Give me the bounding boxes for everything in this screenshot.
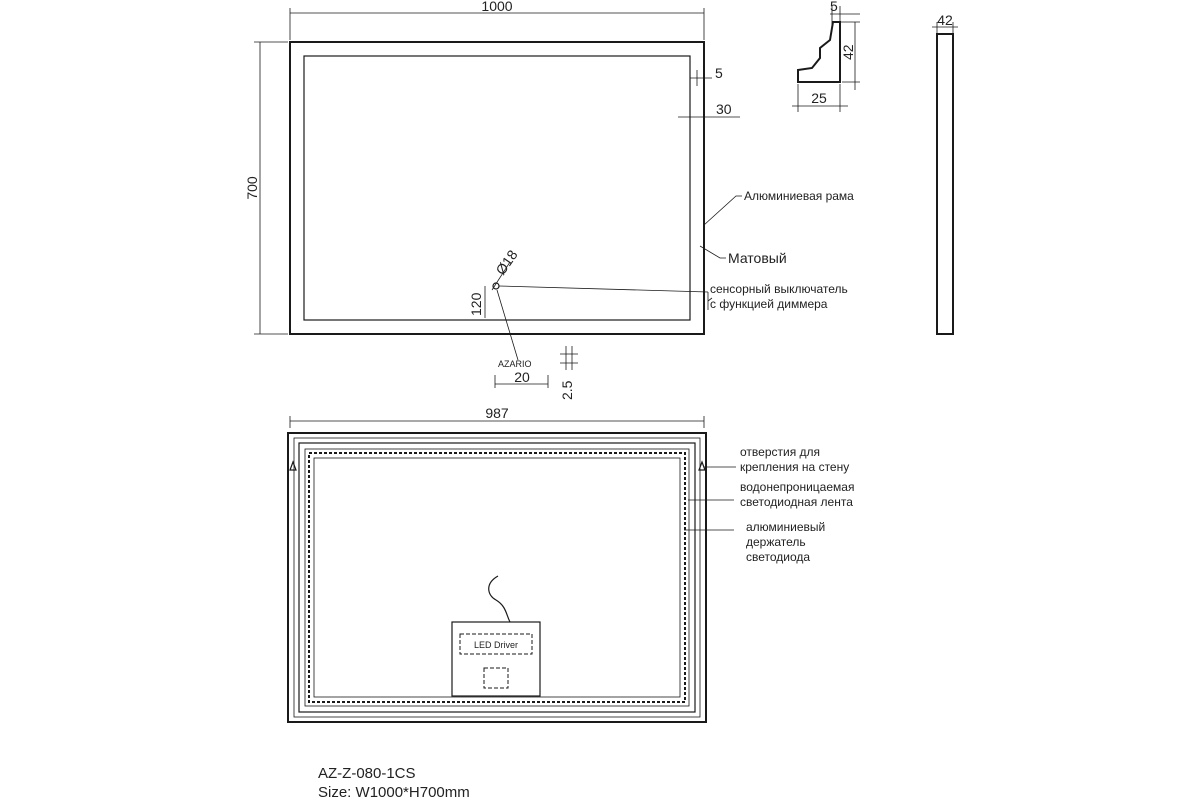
callout-holes-line1: отверстия для xyxy=(740,445,820,459)
mounting-hole-right xyxy=(698,460,706,471)
callout-frame-text: Алюминиевая рама xyxy=(744,189,854,203)
callout-holder-line3: светодиода xyxy=(746,550,810,564)
touch-switch: Ø18 сенсорный выключатель с функцией дим… xyxy=(468,247,848,361)
led-holder xyxy=(313,457,681,698)
size-line: Size: W1000*H700mm xyxy=(318,783,470,802)
switch-offset-text: 120 xyxy=(468,292,484,316)
logo-height-text: 2.5 xyxy=(559,380,575,400)
title-block: AZ-Z-080-1CS Size: W1000*H700mm xyxy=(318,764,470,802)
back-view: 987 LED Driver отверстия для крепления н… xyxy=(287,405,854,723)
side-profile-rect xyxy=(936,33,954,335)
callout-strip-line2: светодиодная лента xyxy=(740,495,853,509)
front-view: 1000 700 5 30 Алюминиевая рама Матовый xyxy=(244,0,854,400)
logo-text: AZARIO xyxy=(498,359,532,369)
side-thickness-text: 42 xyxy=(937,12,953,28)
callout-holder-line2: держатель xyxy=(746,535,806,549)
profile-top-text: 5 xyxy=(830,0,838,14)
profile-depth-text: 25 xyxy=(811,90,827,106)
callout-matte: Матовый xyxy=(699,245,787,266)
callout-matte-text: Матовый xyxy=(728,250,787,266)
dimension-height: 700 xyxy=(244,41,288,335)
logo-width-text: 20 xyxy=(514,369,530,385)
width-dimension-text: 1000 xyxy=(481,0,512,14)
callout-switch-line1: сенсорный выключатель xyxy=(710,282,848,296)
switch-diameter-text: Ø18 xyxy=(492,247,520,278)
callout-switch-line2: с функцией диммера xyxy=(710,297,828,311)
profile-view: 5 42 25 xyxy=(792,0,860,112)
border-dimension-text: 30 xyxy=(716,101,732,117)
size-label: Size: xyxy=(318,784,352,801)
led-strip xyxy=(308,452,686,703)
callout-strip-line1: водонепроницаемая xyxy=(740,480,854,494)
frame-dimension-text: 5 xyxy=(715,65,723,81)
callout-aluminium-frame: Алюминиевая рама xyxy=(703,189,854,226)
size-value: W1000*H700mm xyxy=(355,784,470,801)
callout-holes-line2: крепления на стену xyxy=(740,460,849,474)
mounting-hole-left xyxy=(289,460,297,471)
dimension-width: 1000 xyxy=(289,0,705,40)
dimension-frame: 5 30 xyxy=(678,65,740,125)
profile-height-text: 42 xyxy=(840,44,856,60)
height-dimension-text: 700 xyxy=(244,176,260,200)
driver-label-box xyxy=(459,633,533,655)
logo-detail: AZARIO 20 2.5 xyxy=(494,346,578,400)
side-view: 42 xyxy=(932,12,958,335)
mirror-outer-frame xyxy=(289,41,705,335)
profile-outline xyxy=(797,21,841,83)
callout-holder-line1: алюминиевый xyxy=(746,520,825,534)
driver-switch-box xyxy=(483,667,509,689)
driver-label-text: LED Driver xyxy=(474,640,518,650)
mirror-glass-area xyxy=(303,55,691,321)
driver-box xyxy=(451,621,541,697)
driver-cable xyxy=(488,575,511,623)
model-number: AZ-Z-080-1CS xyxy=(318,765,416,782)
back-width-text: 987 xyxy=(485,405,509,421)
back-outer-frame xyxy=(287,432,707,723)
